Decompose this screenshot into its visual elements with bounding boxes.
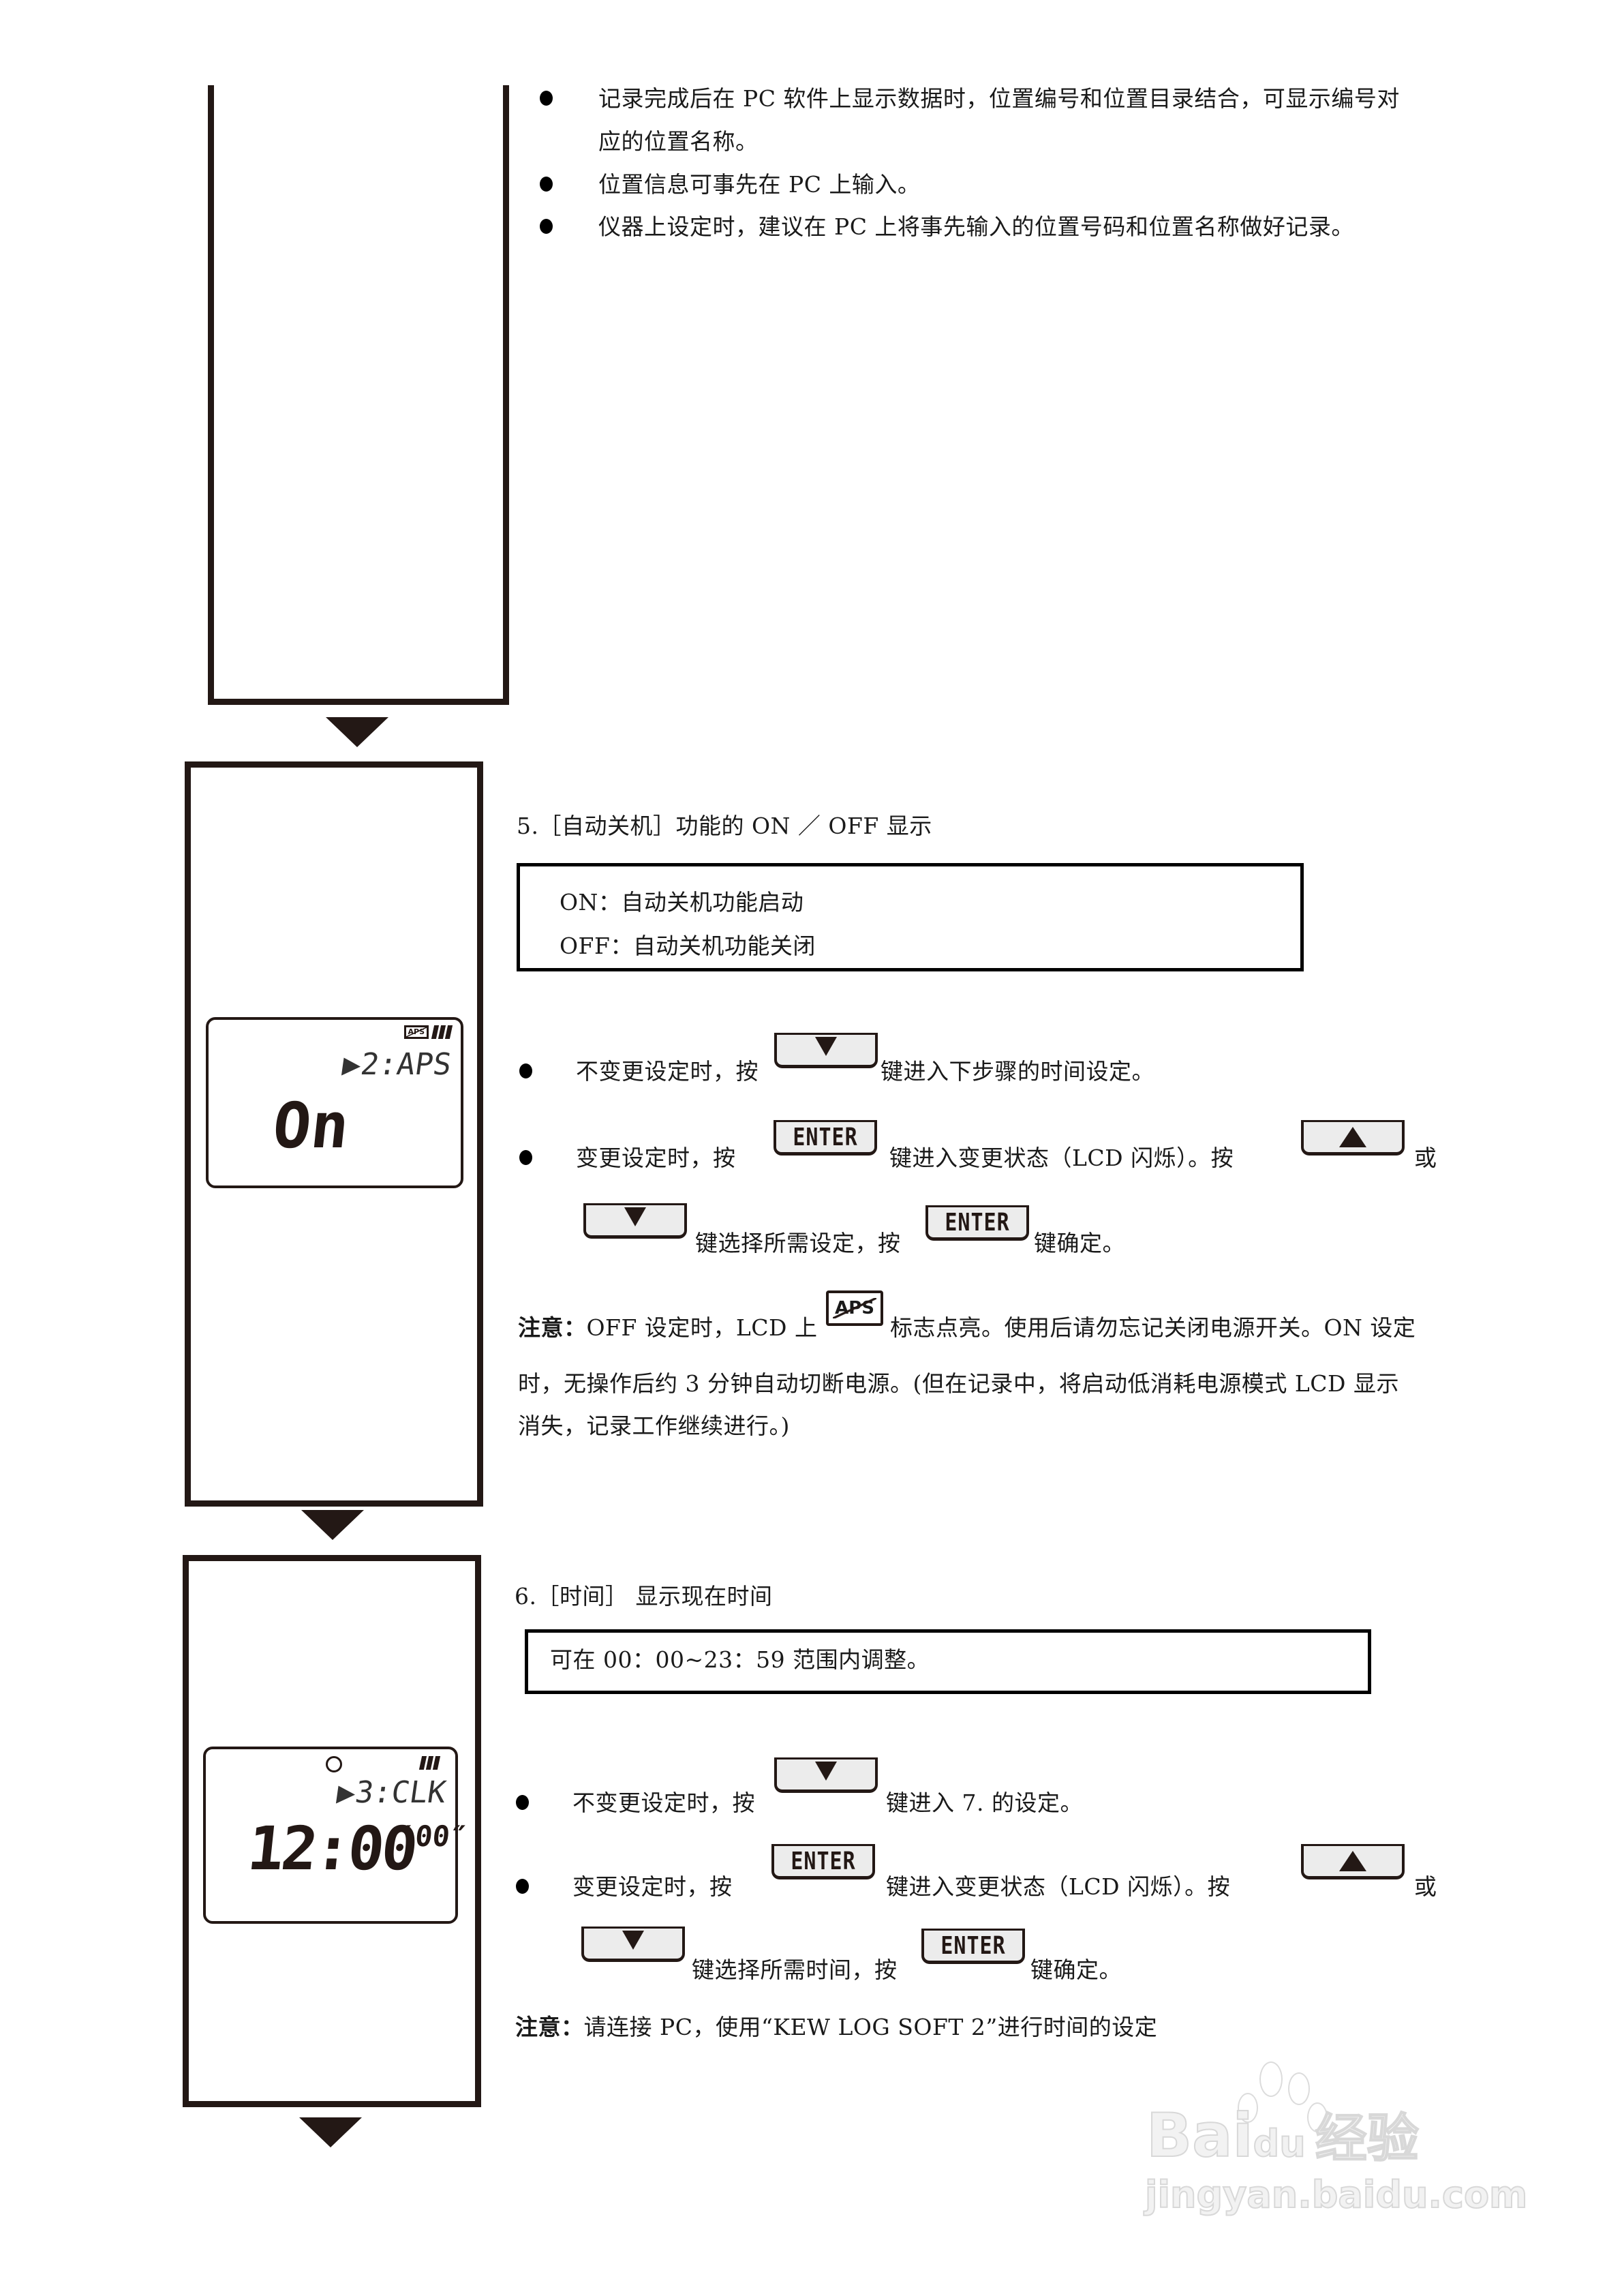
flow-arrow-down-icon <box>299 2117 362 2147</box>
enter-key-button[interactable]: ENTER <box>774 1120 877 1155</box>
lcd-status-row: APS <box>403 1025 453 1039</box>
battery-full-icon <box>431 1025 453 1039</box>
instruction-text: 键进入变更状态（LCD 闪烁）。按 <box>889 1145 1234 1171</box>
aps-info-box: ON：自动关机功能启动 OFF：自动关机功能关闭 <box>517 863 1304 971</box>
down-key-button[interactable] <box>583 1203 687 1239</box>
instruction-text: 键选择所需时间，按 <box>692 1957 898 1983</box>
up-triangle-icon <box>1339 1851 1366 1871</box>
clock-icon <box>326 1756 342 1772</box>
flow-step-frame-4 <box>208 85 509 705</box>
bullet-text: 位置信息可事先在 PC 上输入。 <box>598 171 921 198</box>
up-key-button[interactable] <box>1301 1844 1405 1879</box>
enter-key-label: ENTER <box>791 1847 856 1875</box>
section-title: 6.［时间］ 显示现在时间 <box>515 1583 773 1610</box>
down-triangle-icon <box>622 1931 644 1950</box>
down-triangle-icon <box>815 1762 837 1781</box>
bullet-icon <box>516 1879 529 1894</box>
bullet-icon <box>516 1795 529 1810</box>
aps-icon: APS <box>826 1290 883 1326</box>
time-range-info-box: 可在 00：00~23：59 范围内调整。 <box>525 1629 1371 1694</box>
enter-key-button[interactable]: ENTER <box>925 1205 1029 1241</box>
instruction-text: 变更设定时，按 <box>572 1873 733 1900</box>
lcd-display-clock: ▶3:CLK 12:00 ′00″ <box>203 1747 469 1924</box>
bullet-text: 仪器上设定时，建议在 PC 上将事先输入的位置号码和位置名称做好记录。 <box>598 213 1354 240</box>
note-label: 注意： <box>515 2014 584 2040</box>
bullet-text: 应的位置名称。 <box>598 128 759 155</box>
paw-icon <box>1234 2059 1343 2175</box>
instruction-text: 或 <box>1414 1145 1437 1171</box>
info-line-on: ON：自动关机功能启动 <box>560 889 804 916</box>
note-text: 标志点亮。使用后请勿忘记关闭电源开关。ON 设定 <box>890 1314 1416 1341</box>
bullet-icon <box>540 177 553 192</box>
instruction-text: 键进入变更状态（LCD 闪烁）。按 <box>886 1873 1231 1900</box>
instruction-text: 键进入下步骤的时间设定。 <box>881 1058 1154 1085</box>
down-triangle-icon <box>815 1037 837 1056</box>
bullet-icon <box>519 1063 532 1078</box>
aps-icon: APS <box>403 1025 429 1039</box>
info-line-off: OFF：自动关机功能关闭 <box>560 933 816 959</box>
instruction-text: 键确定。 <box>1030 1957 1122 1983</box>
section-title: 5.［自动关机］功能的 ON ／ OFF 显示 <box>517 813 932 839</box>
instruction-text: 键确定。 <box>1034 1230 1125 1256</box>
instruction-text: 或 <box>1414 1873 1437 1900</box>
battery-full-icon <box>418 1756 441 1770</box>
flow-arrow-down-icon <box>326 717 388 747</box>
up-key-button[interactable] <box>1301 1120 1405 1155</box>
flow-step-frame-6 <box>183 1555 481 2107</box>
bullet-icon <box>540 219 553 234</box>
bullet-icon <box>519 1150 532 1165</box>
lcd-value: On <box>269 1089 353 1162</box>
lcd-time-main: 12:00 <box>244 1813 419 1884</box>
note-text: 时，无操作后约 3 分钟自动切断电源。(但在记录中，将启动低消耗电源模式 LCD… <box>518 1370 1399 1397</box>
note-text: OFF 设定时，LCD 上 <box>586 1314 818 1341</box>
instruction-text: 不变更设定时，按 <box>572 1789 755 1816</box>
down-key-button[interactable] <box>581 1927 685 1962</box>
enter-key-label: ENTER <box>945 1208 1010 1237</box>
enter-key-label: ENTER <box>793 1123 858 1151</box>
lcd-time-seconds: ′00″ <box>396 1819 469 1853</box>
instruction-text: 变更设定时，按 <box>576 1145 736 1171</box>
enter-key-button[interactable]: ENTER <box>921 1929 1025 1964</box>
lcd-display-aps: APS ▶2:APS On <box>206 1017 463 1188</box>
instruction-text: 键进入 7. 的设定。 <box>886 1789 1083 1816</box>
flow-arrow-down-icon <box>301 1510 364 1540</box>
instruction-text: 键选择所需设定，按 <box>695 1230 901 1256</box>
lcd-menu-label: ▶2:APS <box>340 1047 454 1082</box>
info-line: 可在 00：00~23：59 范围内调整。 <box>550 1646 930 1673</box>
down-triangle-icon <box>624 1207 646 1226</box>
flow-step-frame-5 <box>185 761 483 1507</box>
enter-key-button[interactable]: ENTER <box>771 1844 875 1879</box>
instruction-text: 不变更设定时，按 <box>576 1058 759 1085</box>
note-line: 注意：OFF 设定时，LCD 上 <box>518 1314 817 1342</box>
bullet-icon <box>540 91 553 106</box>
enter-key-label: ENTER <box>940 1931 1006 1960</box>
down-key-button[interactable] <box>774 1757 878 1793</box>
watermark-url: jingyan.baidu.com <box>1144 2173 1528 2216</box>
note-text: 消失，记录工作继续进行。) <box>518 1413 790 1439</box>
lcd-menu-label: ▶3:CLK <box>335 1775 448 1810</box>
note-text: 请连接 PC，使用“KEW LOG SOFT 2”进行时间的设定 <box>583 2014 1158 2040</box>
bullet-text: 记录完成后在 PC 软件上显示数据时，位置编号和位置目录结合，可显示编号对 <box>598 85 1400 112</box>
down-key-button[interactable] <box>774 1033 878 1068</box>
up-triangle-icon <box>1339 1127 1366 1147</box>
note-line: 注意：请连接 PC，使用“KEW LOG SOFT 2”进行时间的设定 <box>515 2014 1157 2041</box>
note-label: 注意： <box>518 1314 587 1341</box>
